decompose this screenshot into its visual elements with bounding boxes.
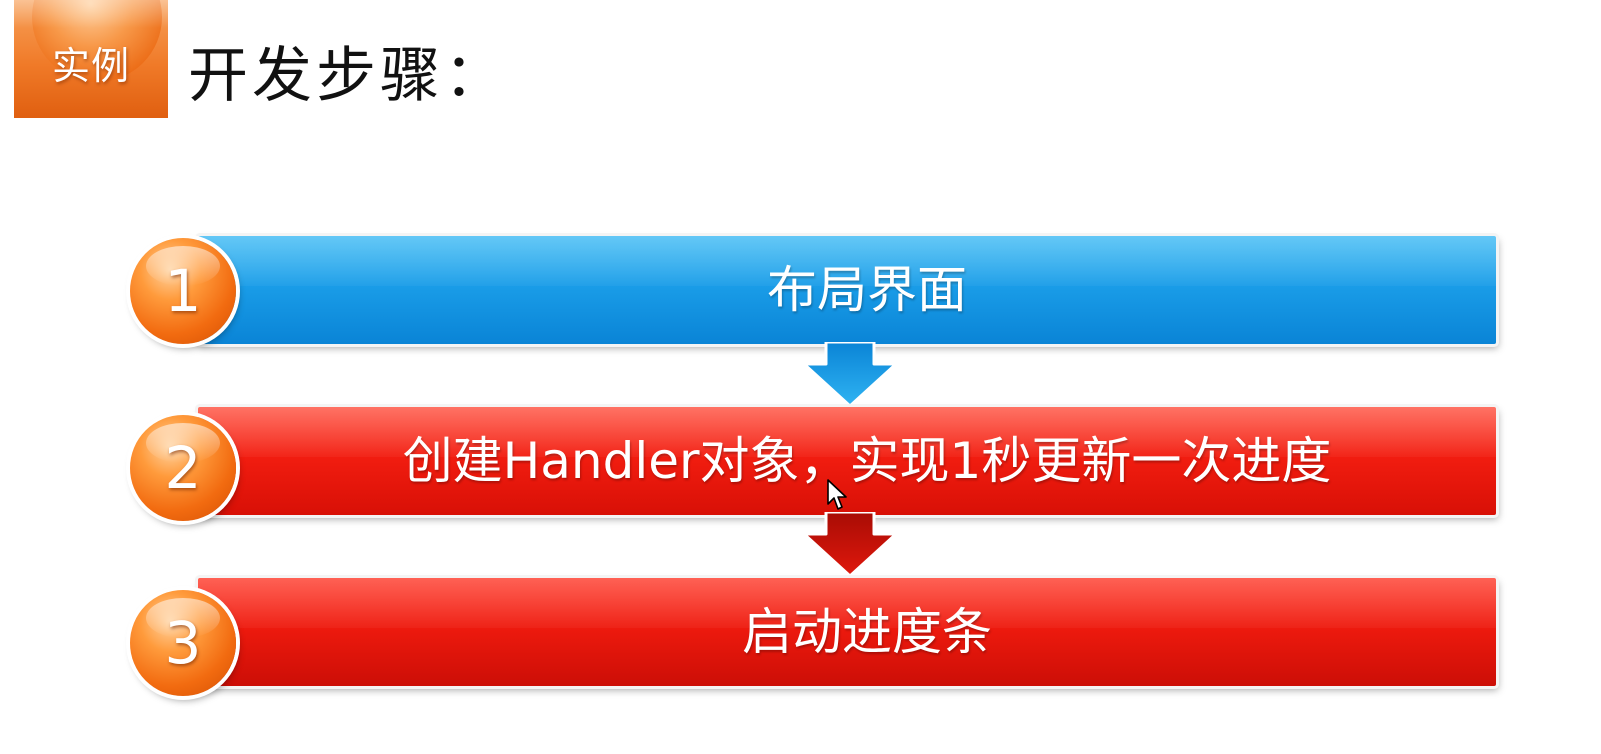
page-title: 开发步骤：	[188, 41, 508, 111]
step-1-number-badge: 1	[130, 238, 236, 344]
mouse-cursor-icon	[827, 479, 847, 510]
step-3-bar: 启动进度条	[198, 578, 1496, 686]
badge-label: 实例	[51, 44, 130, 88]
step-1-label: 布局界面	[767, 261, 967, 319]
step-3-number: 3	[164, 609, 202, 677]
example-badge: 实例	[14, 0, 168, 118]
badge-shine	[14, 0, 168, 28]
step-3-label: 启动进度条	[742, 603, 992, 661]
step-2-number: 2	[164, 434, 202, 502]
step-1-number: 1	[164, 257, 202, 325]
step-2-label: 创建Handler对象，实现1秒更新一次进度	[402, 432, 1332, 490]
down-arrow-icon	[802, 342, 898, 408]
step-3-number-badge: 3	[130, 590, 236, 696]
down-arrow-icon	[802, 512, 898, 578]
step-1-bar: 布局界面	[198, 236, 1496, 344]
step-2-number-badge: 2	[130, 415, 236, 521]
